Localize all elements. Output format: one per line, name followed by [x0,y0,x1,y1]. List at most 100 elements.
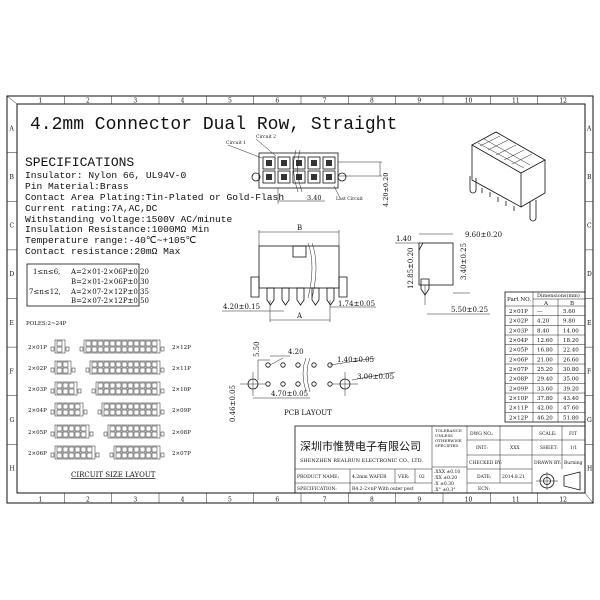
dim-pcb-offset: 4.70±0.05 [271,390,308,398]
cavity [127,367,134,374]
cavity [62,388,69,395]
column-label: 2 [86,497,90,504]
peg [109,452,114,458]
cavity [121,382,128,389]
pin-terminal [326,174,332,180]
row-label: D [587,271,592,278]
cell-part-no: 2×09P [509,386,528,392]
cavity [109,409,116,416]
spec-line: Insulator: Nylon 66, UL94V-0 [25,170,186,181]
cavity [127,346,134,353]
dim-offset: 5.50±0.25 [451,306,488,314]
cell-part-no: 2×10P [509,396,528,402]
connector-outline [91,381,165,396]
header-a: A [543,301,549,307]
circuit-1-label: Circuit 1 [226,140,246,146]
column-label: 5 [228,497,232,504]
cavity [56,446,63,453]
tolerance-box: 1≤n≤6, A=2×01-2×06P±0.20 B=2×01-2×06P±0.… [26,263,149,307]
cavity [127,425,134,432]
pin-cavity [322,156,336,170]
pin-terminal [311,174,317,180]
connector-outline [97,402,165,417]
connector-outline [50,381,82,396]
cavity [97,382,104,389]
dim-peg: 3.00±0.05 [357,373,394,381]
pin-terminal [266,160,272,166]
cavity [145,367,152,374]
peg [95,452,100,458]
cell-b: 9.80 [563,319,576,325]
pcb-layout-label: PCB LAYOUT [284,409,332,417]
connector-outline [103,424,165,439]
spec-line: Temperature range:-40℃~+105℃ [25,235,196,246]
cavity [121,446,128,453]
cell-b: 51.80 [563,415,579,421]
tolerance-label: SPECIFIED [435,443,458,448]
cavity [127,446,134,453]
cavity [62,367,69,374]
circuit-label: 2×01P [28,345,47,351]
row-label: A [586,125,592,132]
cavity [109,382,116,389]
row-label: B [10,174,15,181]
cavity [121,431,128,438]
cavity [127,409,134,416]
tolerance-a: A=2×07-2×12P±0.35 [70,288,149,296]
cavity [103,382,110,389]
cell-a: 25.20 [537,367,553,373]
tolerance-label: TOLERANCE [435,428,462,433]
cavity [62,409,69,416]
connector-outline [50,360,76,375]
cavity [133,346,140,353]
pin-terminal [311,160,317,166]
cavity [145,425,152,432]
scale-value: FIT [569,431,577,437]
cavity [115,361,122,368]
cavity [56,340,63,347]
peg [50,367,55,373]
connector-outline [50,424,94,439]
pcb-hole [265,362,271,368]
cell-a: 21.00 [537,357,553,363]
cavity [121,403,128,410]
parts-table: Part NO. Dimensions(mm) A B 2×01P—5.602×… [504,291,586,423]
peg [160,367,165,373]
header-dimensions: Dimensions(mm) [537,292,580,299]
cavity [103,403,110,410]
cavity [145,361,152,368]
cavity [133,431,140,438]
cell-part-no: 2×02P [509,319,528,325]
circuit-label: 2×11P [172,366,191,372]
cavity [56,361,63,368]
side-view: 9.60±0.20 1.40 12.85±0.20 3.40±0.25 5.50… [395,231,502,315]
column-label: 8 [370,98,374,105]
peg [50,346,55,352]
connector-body [101,402,161,417]
cavity [56,425,63,432]
column-label: 12 [559,98,567,105]
cavity [74,425,81,432]
cavity [109,346,116,353]
column-label: 3 [133,497,137,504]
product-name-value: 4.2mm WAFER [352,474,387,480]
dim-pitch: 3.40 [307,194,321,202]
row-label: G [587,417,592,424]
cell-b: 5.60 [563,309,576,315]
dim-height: 4.20±0.20 [382,173,390,207]
cell-b: 14.00 [563,328,579,334]
isometric-view [469,131,546,222]
cavity [56,409,63,416]
cavity [151,446,158,453]
cavity [115,403,122,410]
spec-line: Contact resistance:20mΩ Max [25,246,181,257]
cavity [139,361,146,368]
cavity [56,388,63,395]
cavity [109,431,116,438]
tolerance-b: B=2×01-2×06P±0.30 [71,278,149,286]
circuit-label: 2×06P [28,451,47,457]
circuit-label: 2×03P [28,387,47,393]
column-label: 11 [512,98,520,105]
circuit-2-label: Circuit 2 [256,134,276,140]
